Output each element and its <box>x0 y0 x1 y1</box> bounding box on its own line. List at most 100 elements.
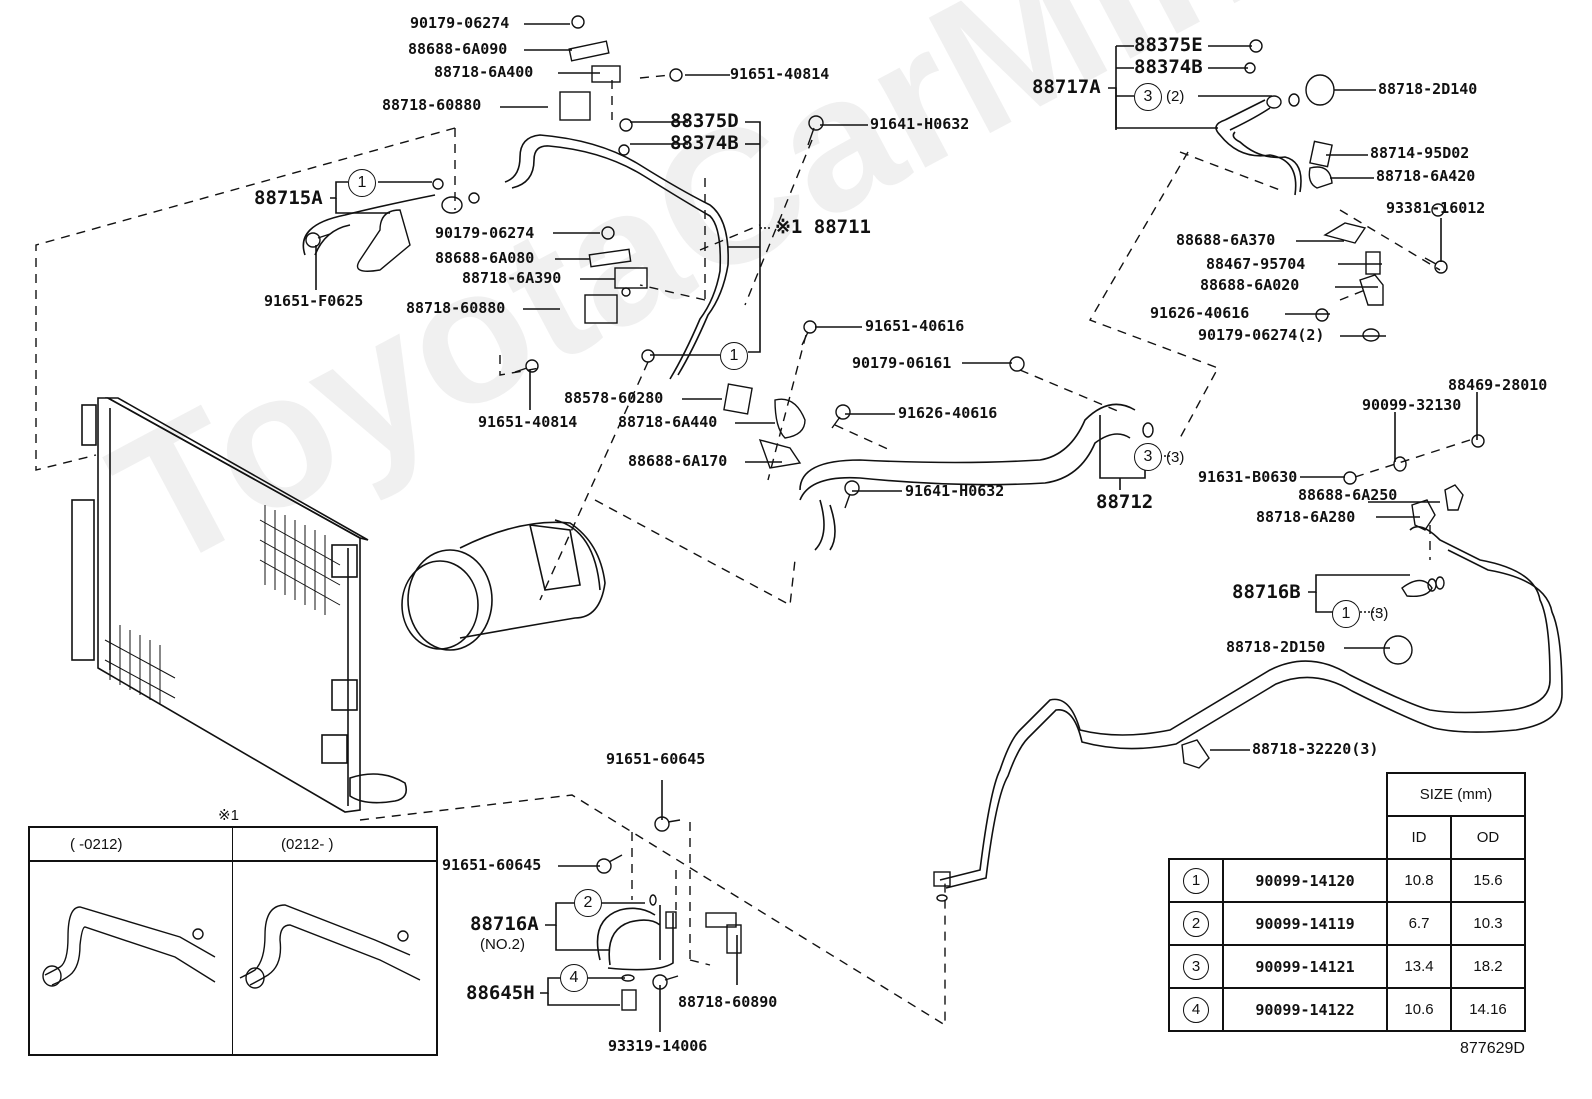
part-label-88718-60880-b[interactable]: 88718-60880 <box>406 299 506 317</box>
table-od-value: 10.3 <box>1450 901 1526 946</box>
oring-callout-2: 2 <box>574 889 602 917</box>
part-label-91626-40616-b[interactable]: 91626-40616 <box>1150 304 1250 322</box>
part-label-88688-6a080[interactable]: 88688-6A080 <box>435 249 535 267</box>
part-label-88469-28010[interactable]: 88469-28010 <box>1448 376 1548 394</box>
table-blank-cell <box>1169 816 1387 859</box>
part-label-88374b[interactable]: 88374B <box>670 132 739 154</box>
part-label-88578-60280[interactable]: 88578-60280 <box>564 389 664 407</box>
table-row: 3 90099-14121 13.4 18.2 <box>1168 944 1526 989</box>
table-blank-cell <box>1169 773 1387 816</box>
table-row: 2 90099-14119 6.7 10.3 <box>1168 901 1526 946</box>
part-label-93319-14006[interactable]: 93319-14006 <box>608 1037 708 1055</box>
inset-tubes <box>42 904 421 989</box>
part-label-91651-40814[interactable]: 91651-40814 <box>730 65 830 83</box>
table-ref-circle: 2 <box>1183 910 1209 937</box>
table-header-size: SIZE (mm) <box>1386 772 1526 817</box>
part-label-88688-6a020[interactable]: 88688-6A020 <box>1200 276 1300 294</box>
diagram-code: 877629D <box>1460 1040 1525 1057</box>
part-label-93381-16012[interactable]: 93381-16012 <box>1386 199 1486 217</box>
part-label-91641-h0632-b[interactable]: 91641-H0632 <box>905 482 1005 500</box>
part-label-88375d[interactable]: 88375D <box>670 110 739 132</box>
oring-callout-1-c: 1 <box>1332 600 1360 628</box>
part-label-88717a[interactable]: 88717A <box>1032 76 1101 98</box>
part-label-91631-b0630[interactable]: 91631-B0630 <box>1198 468 1298 486</box>
oring-callout-1-b: 1 <box>720 342 748 370</box>
table-od-value: 14.16 <box>1450 987 1526 1032</box>
oring-callout-4: 4 <box>560 964 588 992</box>
part-label-90179-06274[interactable]: 90179-06274 <box>410 14 510 32</box>
part-label-88688-6a170[interactable]: 88688-6A170 <box>628 452 728 470</box>
table-part-number[interactable]: 90099-14121 <box>1222 944 1388 989</box>
part-label-91651-60645[interactable]: 91651-60645 <box>606 750 706 768</box>
part-label-90179-06274-b[interactable]: 90179-06274 <box>435 224 535 242</box>
oring-callout-1: 1 <box>348 169 376 197</box>
part-label-88375e[interactable]: 88375E <box>1134 34 1203 56</box>
part-label-88645h[interactable]: 88645H <box>466 982 535 1004</box>
table-header-od: OD <box>1450 815 1526 860</box>
oring-callout-3-b: 3 <box>1134 443 1162 471</box>
table-ref-circle: 4 <box>1183 996 1209 1023</box>
part-label-88718-60880[interactable]: 88718-60880 <box>382 96 482 114</box>
part-label-88718-60890[interactable]: 88718-60890 <box>678 993 778 1011</box>
table-id-value: 10.8 <box>1386 858 1452 903</box>
part-label-88716a[interactable]: 88716A <box>470 913 539 935</box>
table-header-id: ID <box>1386 815 1452 860</box>
part-label-88718-2d140[interactable]: 88718-2D140 <box>1378 80 1478 98</box>
part-label-88374b-b[interactable]: 88374B <box>1134 56 1203 78</box>
oring-callout-3: 3 <box>1134 83 1162 111</box>
table-ref-circle: 1 <box>1183 867 1209 894</box>
condenser <box>71 397 408 813</box>
part-label-88688-6a370[interactable]: 88688-6A370 <box>1176 231 1276 249</box>
inset-revision-comparison: ( -0212) (0212- ) <box>28 826 438 1056</box>
table-id-value: 10.6 <box>1386 987 1452 1032</box>
part-label-88715a[interactable]: 88715A <box>254 187 323 209</box>
part-label-88688-6a250[interactable]: 88688-6A250 <box>1298 486 1398 504</box>
part-label-90179-06274-2[interactable]: 90179-06274(2) <box>1198 326 1325 344</box>
inset-header-before-0212: ( -0212) <box>30 828 232 862</box>
compressor <box>401 519 606 651</box>
table-ref-circle: 3 <box>1183 953 1209 980</box>
table-od-value: 15.6 <box>1450 858 1526 903</box>
oring-qty: (2) <box>1166 88 1185 105</box>
part-label-91626-40616[interactable]: 91626-40616 <box>898 404 998 422</box>
table-od-value: 18.2 <box>1450 944 1526 989</box>
part-label-88714-95d02[interactable]: 88714-95D02 <box>1370 144 1470 162</box>
oring-qty-b: (3) <box>1166 449 1185 466</box>
dashed-assembly-lines <box>35 74 1471 1027</box>
part-label-88718-2d150[interactable]: 88718-2D150 <box>1226 638 1326 656</box>
table-id-value: 6.7 <box>1386 901 1452 946</box>
part-label-88718-32220-3[interactable]: 88718-32220(3) <box>1252 740 1379 758</box>
table-row: 4 90099-14122 10.6 14.16 <box>1168 987 1526 1032</box>
part-label-88718-6a440[interactable]: 88718-6A440 <box>618 413 718 431</box>
part-label-90179-06161[interactable]: 90179-06161 <box>852 354 952 372</box>
part-label-88688-6a090[interactable]: 88688-6A090 <box>408 40 508 58</box>
pipes <box>302 99 1563 971</box>
part-label-88718-6a400[interactable]: 88718-6A400 <box>434 63 534 81</box>
oring-qty-c: (3) <box>1370 605 1389 622</box>
part-label-88718-6a280[interactable]: 88718-6A280 <box>1256 508 1356 526</box>
part-label-88716b[interactable]: 88716B <box>1232 581 1301 603</box>
inset-header-after-0212: (0212- ) <box>232 828 436 862</box>
part-label-88467-95704[interactable]: 88467-95704 <box>1206 255 1306 273</box>
table-part-number[interactable]: 90099-14122 <box>1222 987 1388 1032</box>
leader-lines <box>315 23 1478 1032</box>
table-part-number[interactable]: 90099-14120 <box>1222 858 1388 903</box>
part-label-91651-40616[interactable]: 91651-40616 <box>865 317 965 335</box>
part-label-88718-6a390[interactable]: 88718-6A390 <box>462 269 562 287</box>
part-label-88718-6a420[interactable]: 88718-6A420 <box>1376 167 1476 185</box>
part-label-91641-h0632[interactable]: 91641-H0632 <box>870 115 970 133</box>
table-id-value: 13.4 <box>1386 944 1452 989</box>
table-part-number[interactable]: 90099-14119 <box>1222 901 1388 946</box>
part-label-91651-40814-b[interactable]: 91651-40814 <box>478 413 578 431</box>
part-label-88712[interactable]: 88712 <box>1096 491 1154 513</box>
part-label-88711[interactable]: ※1 88711 <box>775 216 871 238</box>
table-row: 1 90099-14120 10.8 15.6 <box>1168 858 1526 903</box>
part-label-91651-f0625[interactable]: 91651-F0625 <box>264 292 364 310</box>
part-label-no2: (NO.2) <box>480 936 525 953</box>
inset-divider <box>232 828 233 1054</box>
part-label-90099-32130[interactable]: 90099-32130 <box>1362 396 1462 414</box>
fasteners <box>305 15 1485 1011</box>
part-label-91651-60645-b[interactable]: 91651-60645 <box>442 856 542 874</box>
